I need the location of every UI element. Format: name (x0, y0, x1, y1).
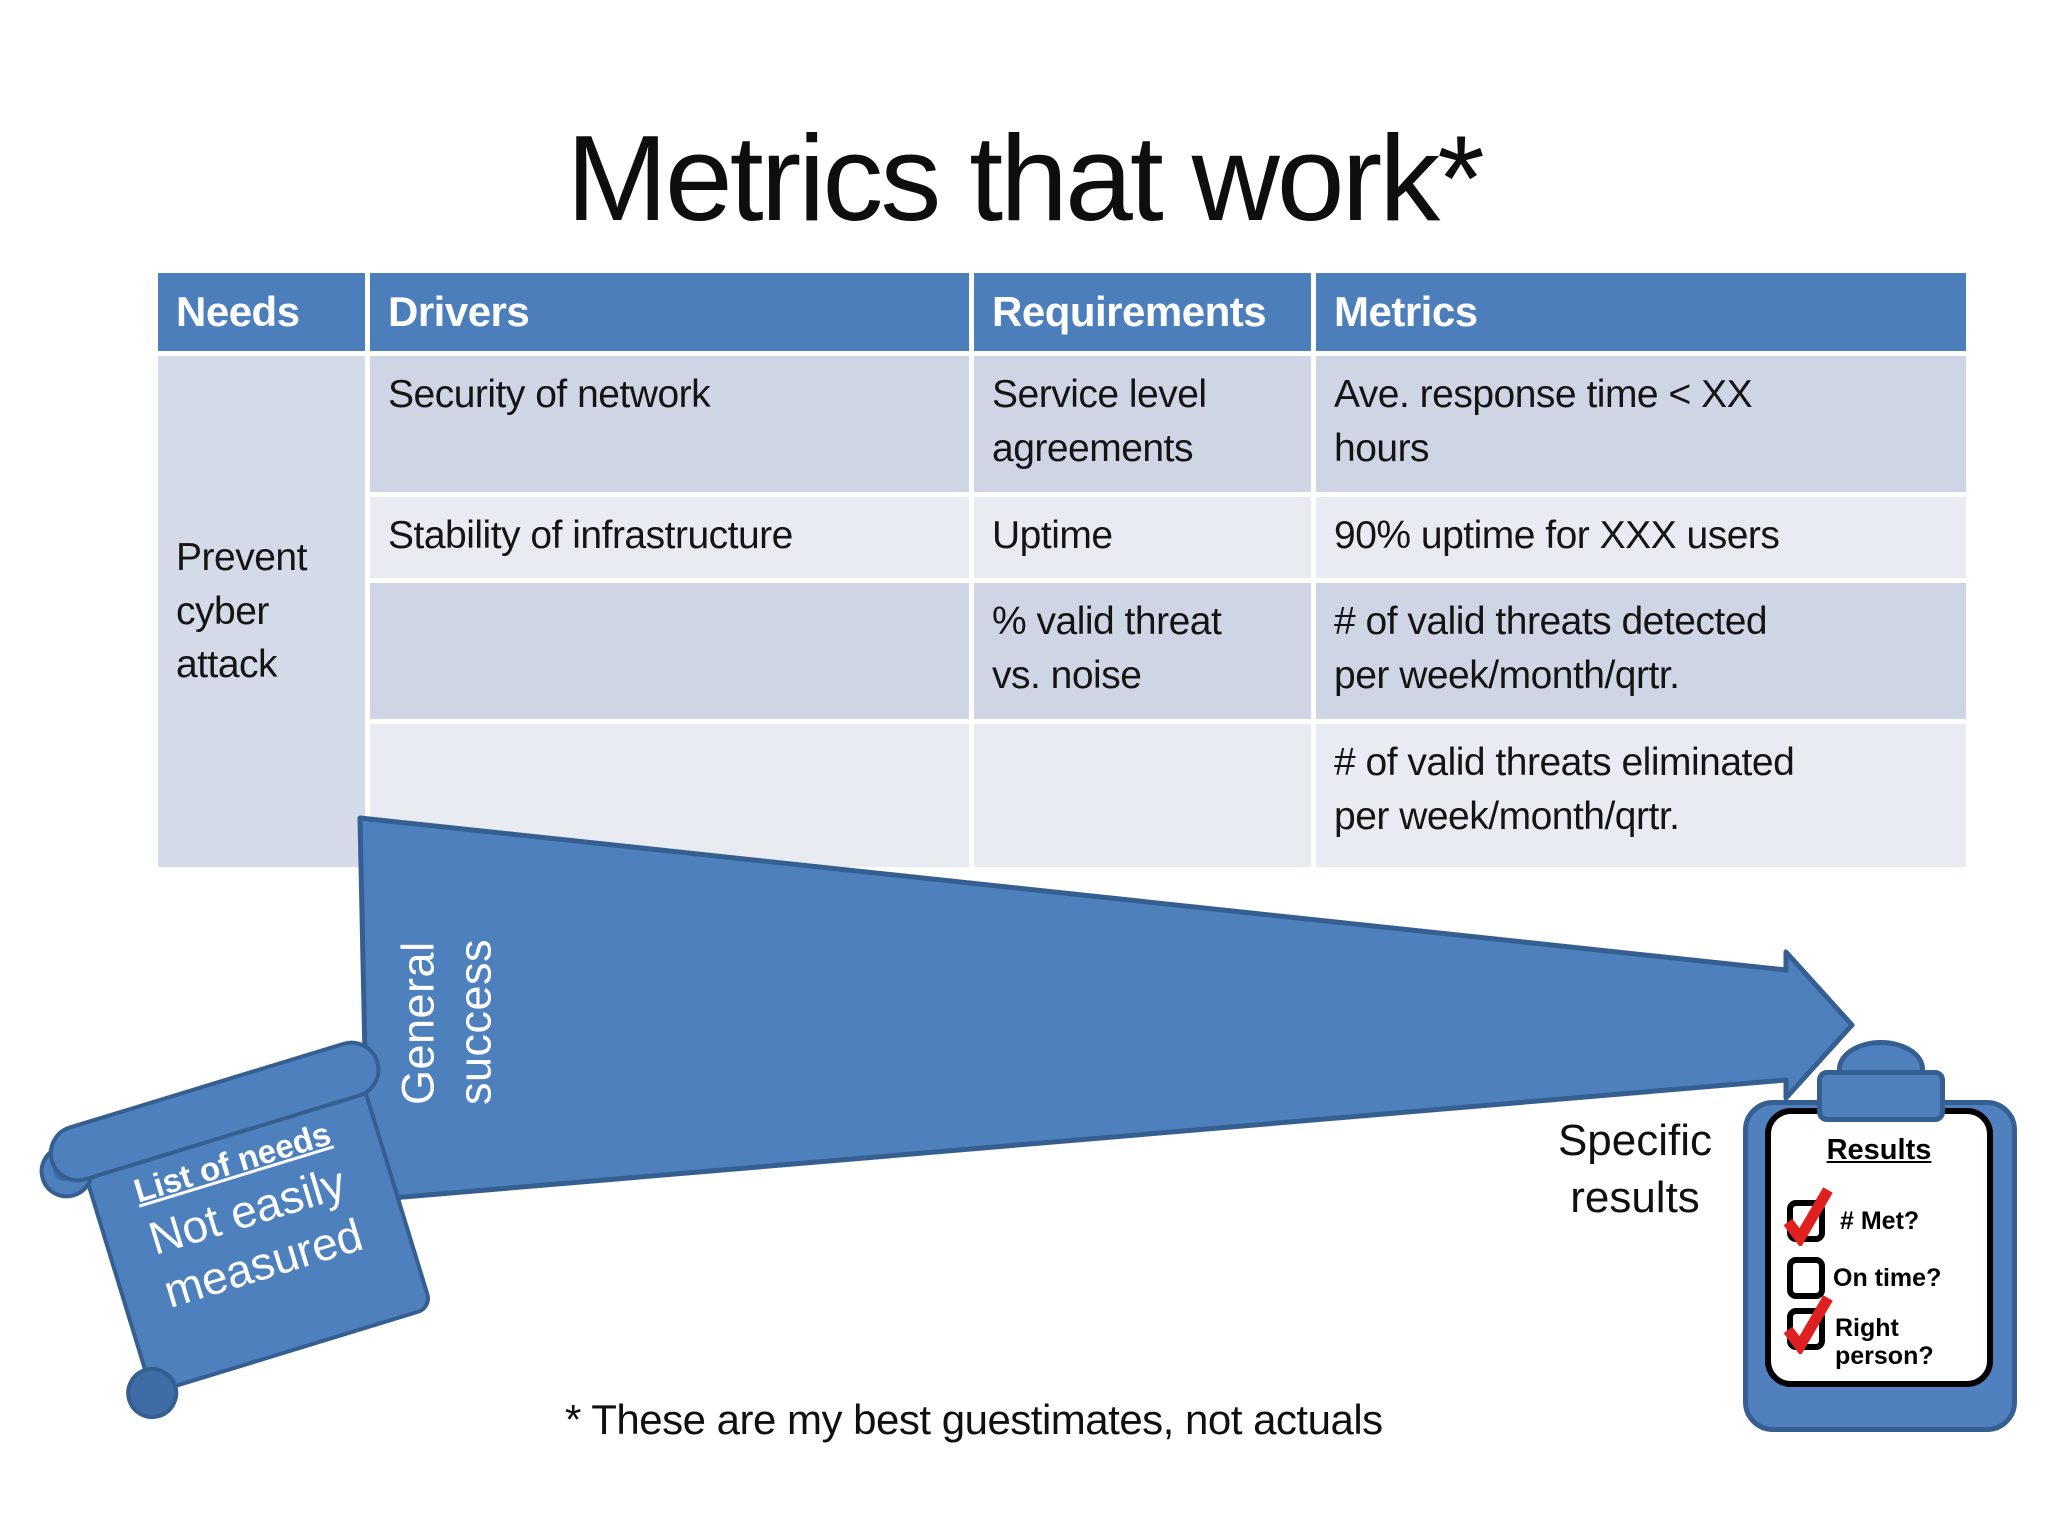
table-cell-requirement-1: Service level agreements (974, 356, 1316, 497)
slide-title: Metrics that work* (566, 110, 1484, 246)
specific-results-label: Specific results (1557, 1116, 1713, 1223)
col-header-needs: Needs (158, 273, 370, 356)
checklist-label-right-person: Right person? (1835, 1314, 1934, 1370)
table-cell-metric-1: Ave. response time < XX hours (1316, 356, 1966, 497)
col-header-drivers: Drivers (370, 273, 974, 356)
metrics-table: Needs Drivers Requirements Metrics Preve… (158, 273, 1966, 867)
checkbox-on-time (1787, 1257, 1825, 1299)
col-header-metrics: Metrics (1316, 273, 1966, 356)
table-cell-driver-3 (370, 583, 974, 724)
col-header-requirements: Requirements (974, 273, 1316, 356)
checklist-label-met: # Met? (1840, 1207, 1920, 1235)
table-cell-driver-4 (370, 724, 974, 867)
clipboard-title: Results (1826, 1134, 1932, 1166)
needs-cell: Prevent cyber attack (158, 356, 370, 867)
table-cell-driver-1: Security of network (370, 356, 974, 497)
general-success-label: General success (392, 938, 500, 1106)
table-cell-requirement-3: % valid threat vs. noise (974, 583, 1316, 724)
table-cell-requirement-2: Uptime (974, 497, 1316, 583)
checkmark-right-person-icon (1783, 1295, 1833, 1354)
footnote: * These are my best guestimates, not act… (565, 1396, 1383, 1443)
clipboard-clip (1817, 1070, 1945, 1122)
checkmark-met-icon (1783, 1187, 1833, 1246)
table-cell-metric-3: # of valid threats detected per week/mon… (1316, 583, 1966, 724)
table-cell-requirement-4 (974, 724, 1316, 867)
table-cell-driver-2: Stability of infrastructure (370, 497, 974, 583)
table-cell-metric-2: 90% uptime for XXX users (1316, 497, 1966, 583)
table-cell-metric-4: # of valid threats eliminated per week/m… (1316, 724, 1966, 867)
checklist-label-on-time: On time? (1833, 1264, 1942, 1292)
